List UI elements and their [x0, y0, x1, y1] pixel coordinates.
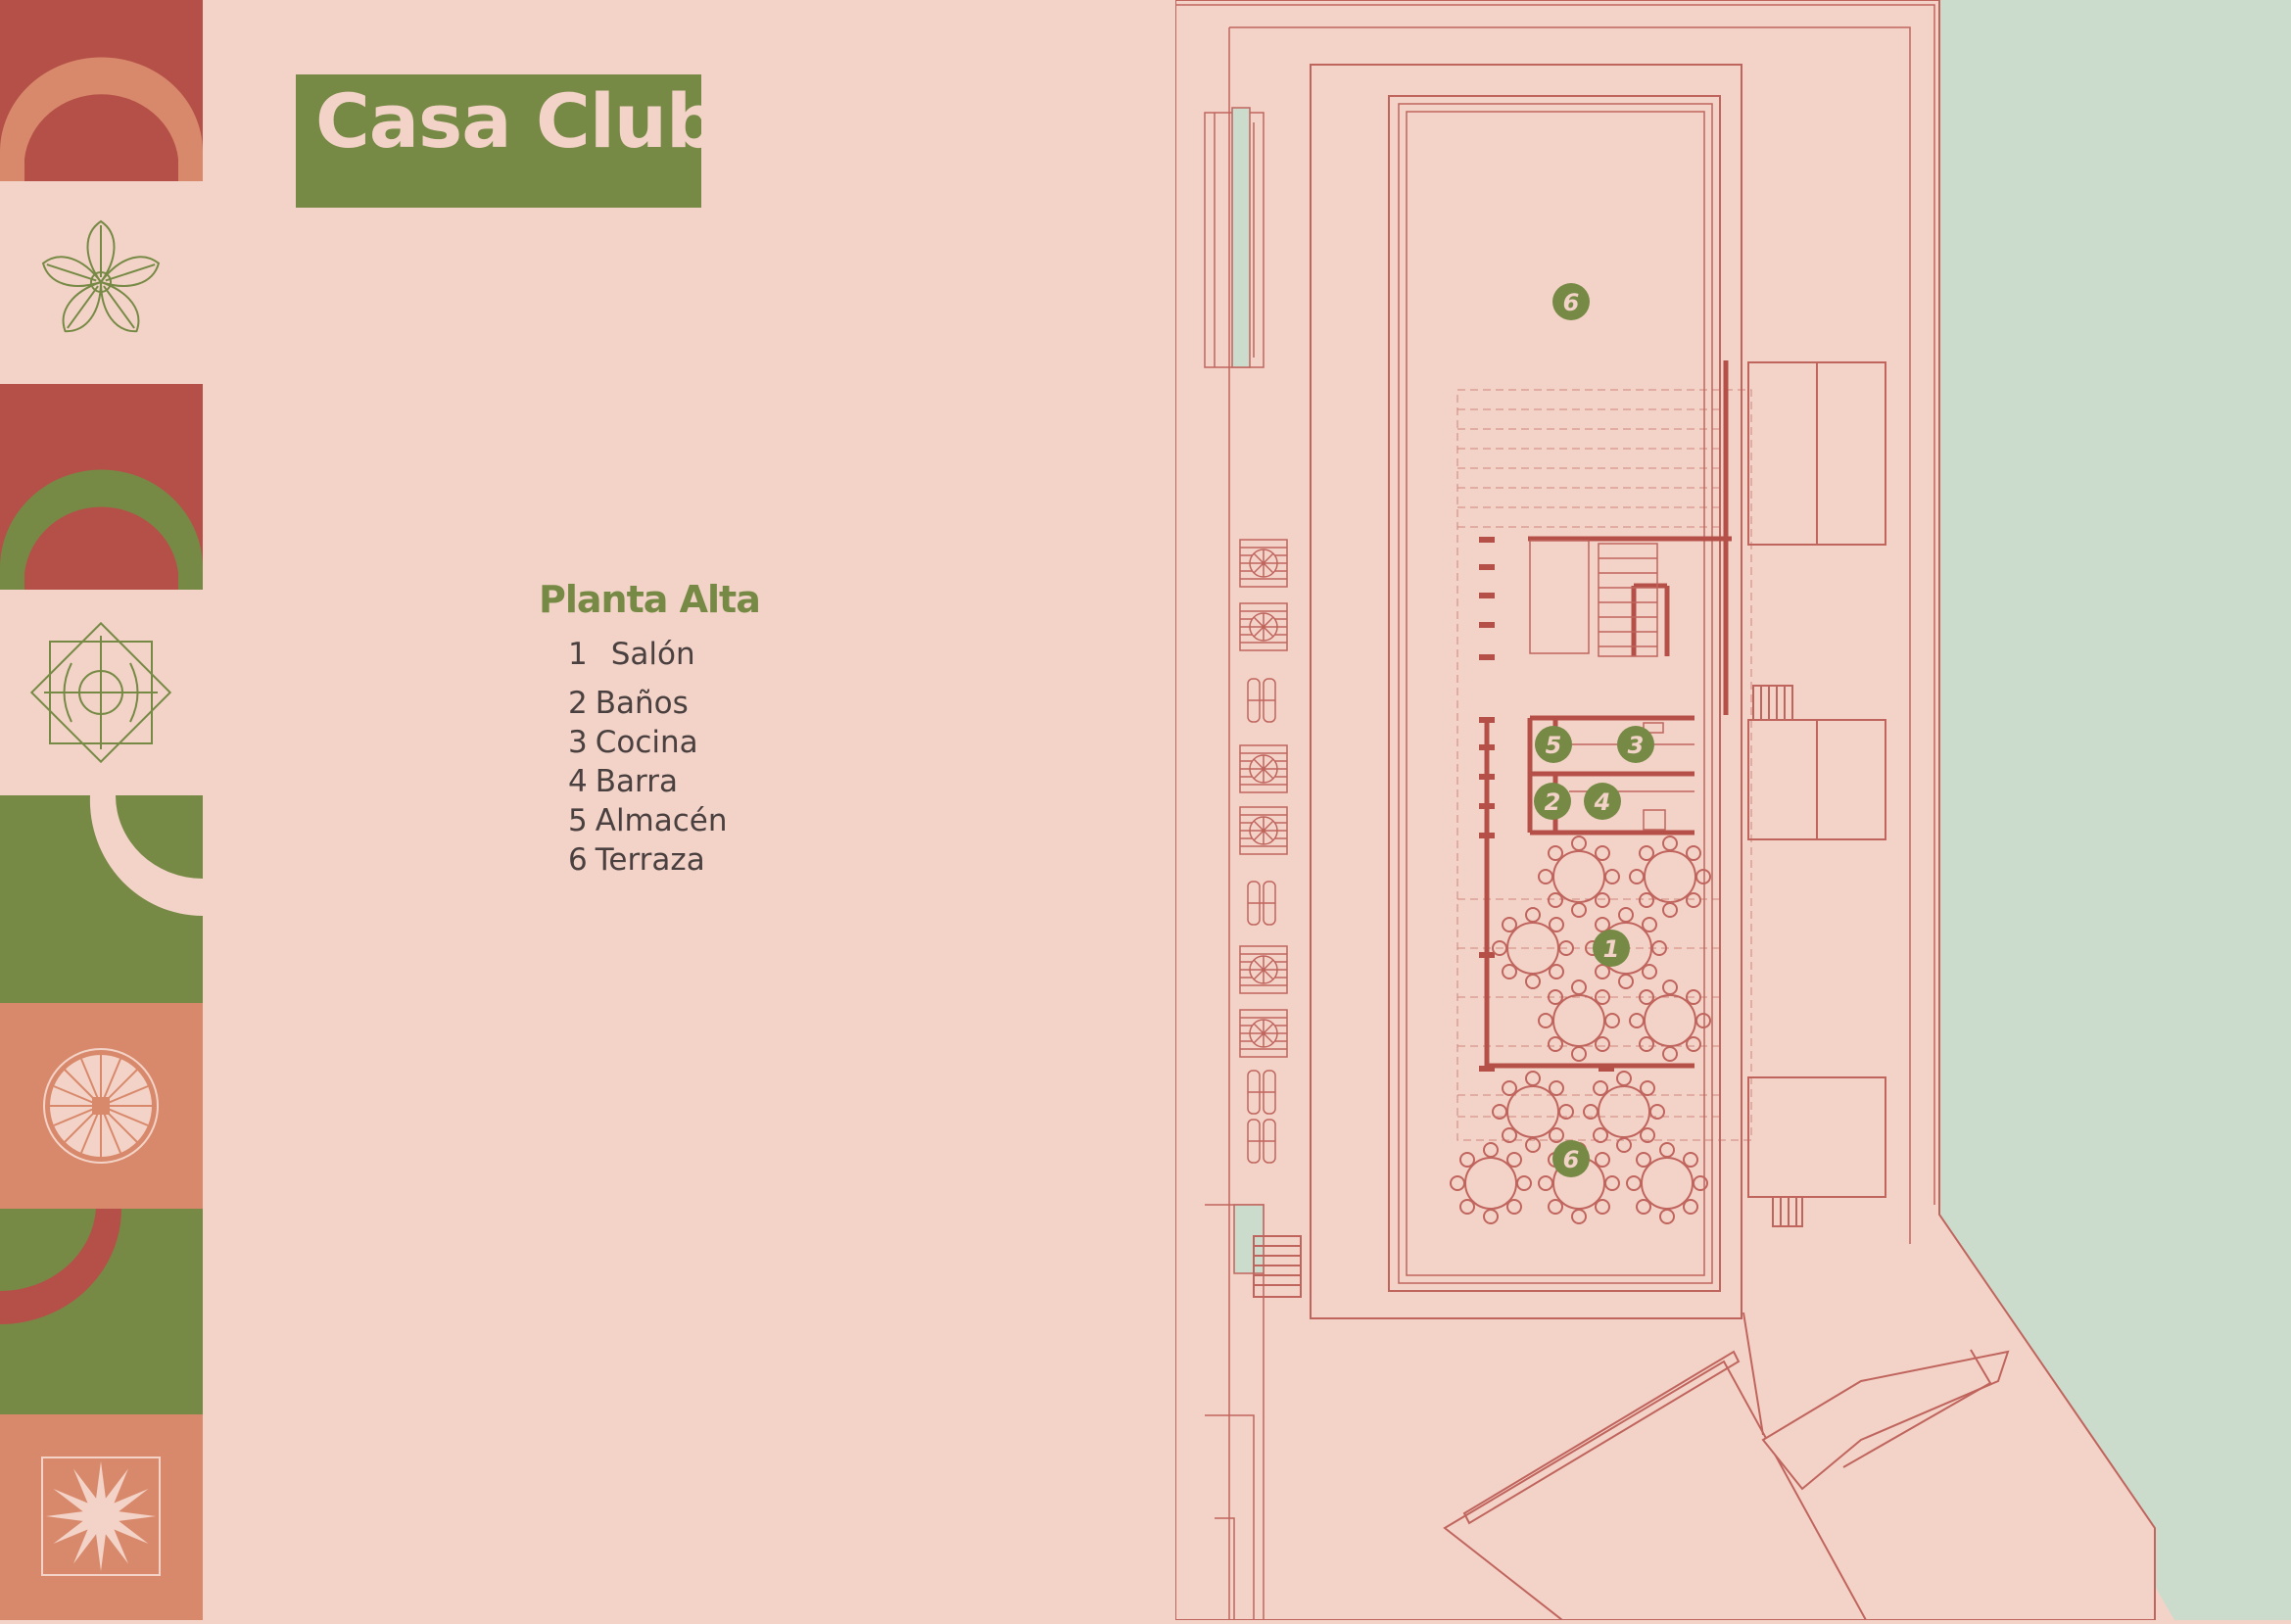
flower-medallion-icon	[0, 1003, 203, 1209]
plan-marker: 6	[1552, 1140, 1590, 1177]
title-banner	[296, 74, 701, 208]
plan-marker-label: 3	[1628, 732, 1645, 759]
legend-title: Planta Alta	[539, 578, 761, 621]
star-flower-icon	[0, 1414, 203, 1620]
plan-marker: 2	[1534, 783, 1571, 820]
quarter-arch-ornament	[0, 795, 203, 1003]
legend-item-number: 1	[568, 637, 588, 672]
legend-item-label: Baños	[595, 686, 689, 721]
plan-marker-label: 4	[1594, 788, 1611, 816]
legend-item-label: Barra	[595, 764, 678, 799]
plan-marker: 4	[1584, 783, 1621, 820]
plan-marker-label: 2	[1545, 788, 1561, 816]
legend-item-number: 4	[568, 764, 588, 799]
legend-item-label: Salón	[610, 637, 695, 672]
arch-ornament	[0, 0, 203, 181]
page-title: Casa Club	[315, 77, 719, 165]
plan-marker-label: 6	[1563, 289, 1580, 316]
arch-ornament	[0, 384, 203, 590]
legend-item-number: 3	[568, 725, 588, 760]
quarter-arch-ornament	[0, 1209, 203, 1414]
legend-item-label: Almacén	[595, 803, 728, 838]
legend-item: 1 Salón	[568, 635, 695, 674]
leaf-star-icon	[0, 181, 203, 384]
decorative-strip	[0, 0, 203, 1620]
legend-item-number: 5	[568, 803, 588, 838]
legend-item-label: Terraza	[595, 842, 705, 878]
plan-marker: 6	[1552, 283, 1590, 320]
legend-item-number: 6	[568, 842, 588, 878]
plan-marker: 1	[1593, 930, 1630, 967]
floor-plan: 6 5 3 2 4 1 6	[1174, 0, 2291, 1624]
plan-marker-label: 5	[1546, 732, 1562, 759]
legend-item-number: 2	[568, 686, 588, 721]
plan-marker-label: 6	[1563, 1146, 1580, 1173]
legend-item-label: Cocina	[595, 725, 698, 760]
plan-marker: 5	[1535, 726, 1572, 763]
plan-marker: 3	[1617, 726, 1654, 763]
floral-tile-icon	[0, 590, 203, 795]
plan-marker-label: 1	[1603, 935, 1620, 963]
